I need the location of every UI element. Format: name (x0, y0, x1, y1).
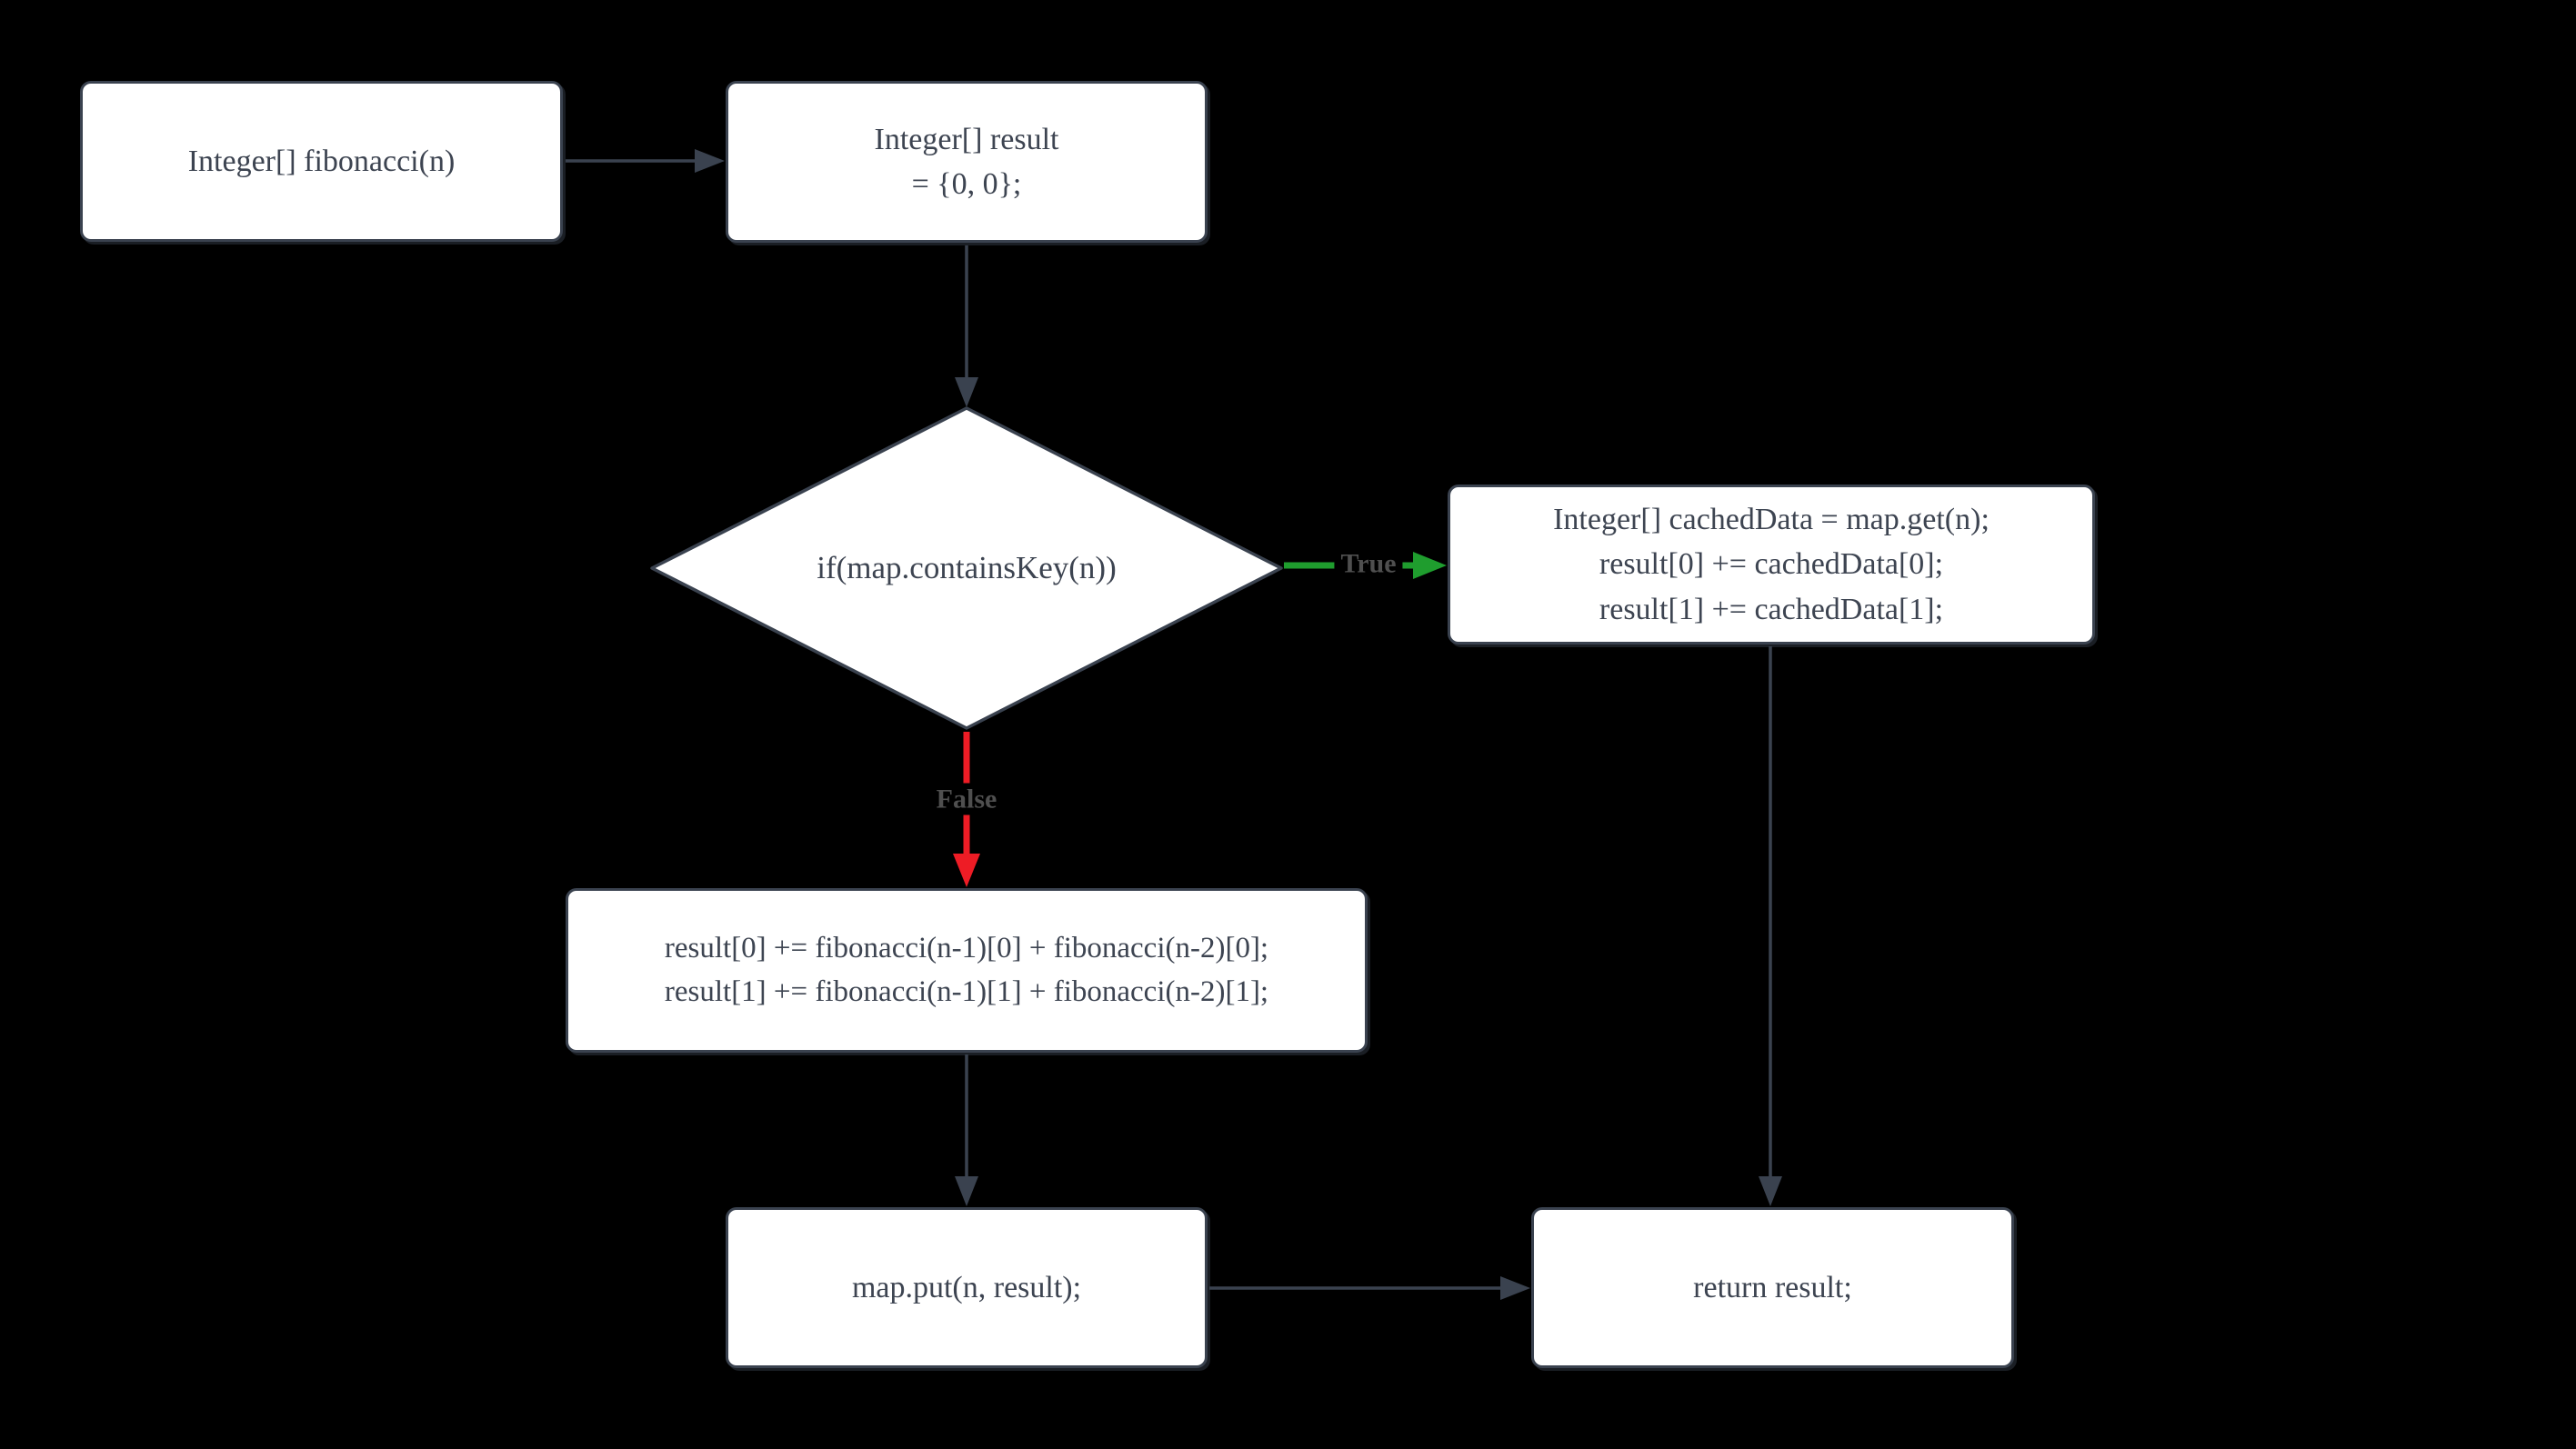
arrowhead-true (1413, 552, 1447, 579)
node-recurse[interactable]: result[0] += fibonacci(n-1)[0] + fibonac… (566, 888, 1368, 1053)
node-condition-shape[interactable] (650, 406, 1283, 730)
node-start[interactable]: Integer[] fibonacci(n) (80, 81, 563, 242)
node-cache-hit-text: Integer[] cachedData = map.get(n); resul… (1553, 503, 1990, 626)
node-init[interactable]: Integer[] result = {0, 0}; (726, 81, 1208, 243)
arrowhead-cachehit-return (1759, 1176, 1782, 1206)
arrowhead-start-init (695, 149, 725, 173)
node-start-text: Integer[] fibonacci(n) (187, 144, 456, 178)
arrowhead-false (953, 854, 980, 887)
edge-label-true: True (1334, 547, 1403, 580)
arrowhead-recurse-memoize (955, 1176, 978, 1206)
node-return[interactable]: return result; (1531, 1207, 2014, 1368)
node-memoize-text: map.put(n, result); (851, 1270, 1082, 1304)
edge-label-false: False (929, 783, 1004, 815)
node-init-text: Integer[] result = {0, 0}; (874, 122, 1059, 201)
arrowhead-init-condition (955, 377, 978, 407)
node-recurse-text: result[0] += fibonacci(n-1)[0] + fibonac… (664, 931, 1269, 1008)
arrowhead-memoize-return (1500, 1276, 1530, 1300)
node-return-text: return result; (1693, 1270, 1852, 1304)
node-cache-hit[interactable]: Integer[] cachedData = map.get(n); resul… (1448, 485, 2095, 645)
node-memoize[interactable]: map.put(n, result); (726, 1207, 1208, 1368)
